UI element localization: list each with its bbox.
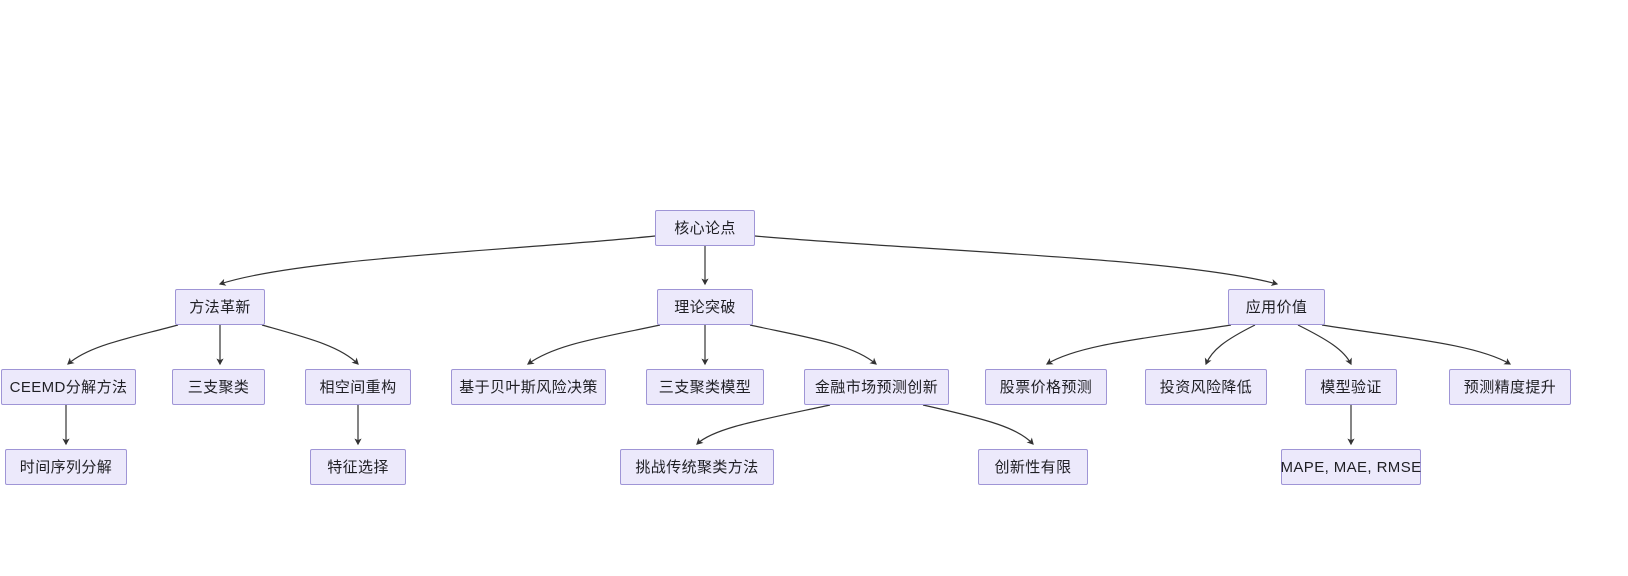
node-c10[interactable]: 预测精度提升: [1449, 369, 1571, 405]
edge-c6-to-d3: [696, 404, 831, 445]
node-c3[interactable]: 相空间重构: [305, 369, 411, 405]
edge-m2-to-c4: [527, 324, 661, 365]
node-d2[interactable]: 特征选择: [310, 449, 406, 485]
node-label: 股票价格预测: [999, 378, 1093, 396]
node-c9[interactable]: 模型验证: [1305, 369, 1397, 405]
node-c7[interactable]: 股票价格预测: [985, 369, 1107, 405]
node-label: 特征选择: [327, 458, 389, 476]
edge-m2-to-c6: [749, 324, 877, 365]
node-m2[interactable]: 理论突破: [657, 289, 753, 325]
edge-m1-to-c3: [261, 324, 359, 365]
node-label: 三支聚类模型: [658, 378, 752, 396]
edge-m3-to-c9: [1297, 324, 1352, 366]
node-label: 投资风险降低: [1159, 378, 1253, 396]
node-label: 应用价值: [1245, 298, 1308, 316]
node-label: 核心论点: [674, 219, 736, 237]
node-label: 三支聚类: [187, 378, 250, 396]
node-c8[interactable]: 投资风险降低: [1145, 369, 1267, 405]
node-c5[interactable]: 三支聚类模型: [646, 369, 764, 405]
edge-m1-to-c1: [67, 324, 179, 365]
node-label: 挑战传统聚类方法: [635, 458, 759, 476]
node-label: 方法革新: [189, 298, 251, 316]
node-c6[interactable]: 金融市场预测创新: [804, 369, 949, 405]
node-label: 基于贝叶斯风险决策: [459, 378, 598, 396]
node-label: 模型验证: [1320, 378, 1382, 396]
edge-root-to-m1: [218, 235, 656, 286]
node-root[interactable]: 核心论点: [655, 210, 755, 246]
node-d5[interactable]: MAPE, MAE, RMSE: [1280, 449, 1422, 485]
node-label: 预测精度提升: [1463, 378, 1557, 396]
node-c1[interactable]: CEEMD分解方法: [1, 369, 136, 405]
edge-root-to-m3: [754, 235, 1279, 287]
node-label: 时间序列分解: [19, 458, 113, 476]
node-label: CEEMD分解方法: [9, 378, 128, 396]
node-c2[interactable]: 三支聚类: [172, 369, 265, 405]
edge-m3-to-c10: [1321, 324, 1512, 365]
node-m1[interactable]: 方法革新: [175, 289, 265, 325]
node-d4[interactable]: 创新性有限: [978, 449, 1088, 485]
node-label: 创新性有限: [994, 458, 1072, 476]
node-m3[interactable]: 应用价值: [1228, 289, 1325, 325]
edge-m3-to-c7: [1045, 324, 1232, 365]
node-d1[interactable]: 时间序列分解: [5, 449, 127, 485]
edge-c6-to-d4: [922, 404, 1034, 445]
node-label: 相空间重构: [319, 378, 397, 396]
edge-group: [62, 235, 1512, 446]
node-c4[interactable]: 基于贝叶斯风险决策: [451, 369, 606, 405]
node-label: MAPE, MAE, RMSE: [1280, 458, 1422, 476]
edge-m3-to-c8: [1204, 324, 1256, 366]
node-d3[interactable]: 挑战传统聚类方法: [620, 449, 774, 485]
node-label: 理论突破: [674, 298, 736, 316]
node-label: 金融市场预测创新: [814, 378, 939, 396]
